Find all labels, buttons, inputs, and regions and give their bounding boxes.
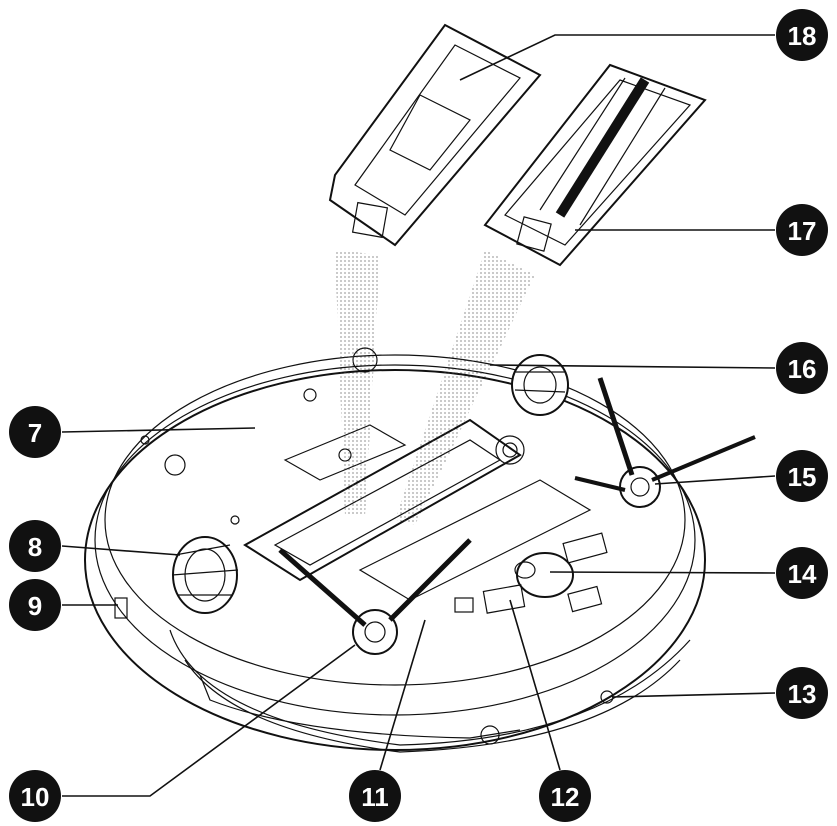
callout-label-15: 15 — [788, 462, 817, 492]
callout-10: 10 — [9, 770, 61, 822]
callout-11: 11 — [349, 770, 401, 822]
callout-label-17: 17 — [788, 216, 817, 246]
caster-wheel — [514, 532, 608, 613]
callout-7: 7 — [9, 406, 61, 458]
left-side-brush — [278, 538, 472, 655]
leader-lines — [61, 34, 776, 797]
dustbin-tray — [243, 418, 592, 601]
callout-label-13: 13 — [788, 679, 817, 709]
main-brush-assembly — [483, 63, 707, 267]
left-drive-wheel — [171, 536, 239, 614]
callout-15: 15 — [776, 450, 828, 502]
projection-beams — [335, 250, 535, 525]
callout-label-18: 18 — [788, 21, 817, 51]
callout-label-9: 9 — [28, 591, 42, 621]
callout-18: 18 — [776, 9, 828, 61]
callout-label-7: 7 — [28, 418, 42, 448]
callout-13: 13 — [776, 667, 828, 719]
callout-label-12: 12 — [551, 782, 580, 812]
charging-contacts — [454, 584, 526, 614]
callout-12: 12 — [539, 770, 591, 822]
right-side-brush — [574, 377, 756, 508]
bottom-cover — [328, 23, 542, 247]
callout-label-16: 16 — [788, 354, 817, 384]
callout-label-8: 8 — [28, 532, 42, 562]
callout-9: 9 — [9, 579, 61, 631]
callout-label-11: 11 — [361, 782, 389, 812]
callout-17: 17 — [776, 204, 828, 256]
callout-label-10: 10 — [21, 782, 50, 812]
callout-8: 8 — [9, 520, 61, 572]
robot-body — [84, 354, 706, 753]
power-switch — [114, 597, 128, 619]
callout-14: 14 — [776, 547, 828, 599]
callout-label-14: 14 — [788, 559, 817, 589]
callout-16: 16 — [776, 342, 828, 394]
right-drive-wheel — [511, 354, 569, 416]
